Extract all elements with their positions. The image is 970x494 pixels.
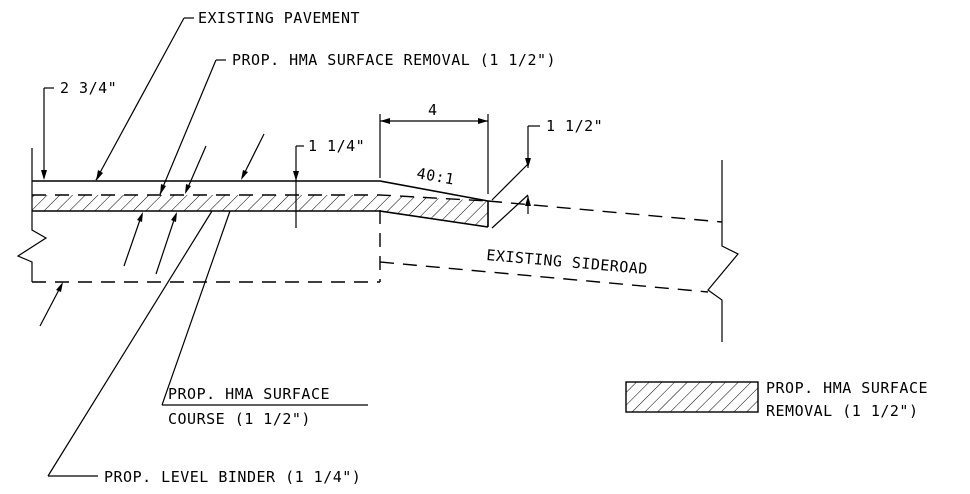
leader-existing-pavement: EXISTING PAVEMENT: [95, 9, 360, 181]
sideroad-top-dashed-line: [487, 200, 723, 223]
legend-line1: PROP. HMA SURFACE: [766, 379, 928, 397]
dimension-1-1-2: 1 1/2": [491, 117, 603, 229]
right-break-line: [707, 160, 739, 342]
hma-surface-removal-band: [32, 195, 488, 227]
svg-text:1 1/4": 1 1/4": [308, 137, 365, 155]
legend: PROP. HMA SURFACE REMOVAL (1 1/2"): [625, 379, 928, 420]
dimension-2-3-4: 2 3/4": [41, 79, 117, 180]
svg-text:4: 4: [428, 101, 438, 119]
surface-course-line1: PROP. HMA SURFACE: [168, 385, 330, 403]
svg-text:1 1/2": 1 1/2": [546, 117, 603, 135]
svg-text:EXISTING PAVEMENT: EXISTING PAVEMENT: [198, 9, 360, 27]
sideroad-bottom-dashed-line: [379, 261, 709, 293]
dimension-4: 4: [379, 101, 489, 194]
surface-course-line2: COURSE (1 1/2"): [168, 410, 311, 428]
svg-text:2 3/4": 2 3/4": [60, 79, 117, 97]
existing-sideroad-label: EXISTING SIDEROAD: [486, 246, 649, 278]
legend-hatch-swatch: [625, 381, 759, 413]
surface-arrows: [185, 133, 265, 194]
leader-level-binder: PROP. LEVEL BINDER (1 1/4"): [47, 210, 361, 486]
svg-text:PROP. LEVEL BINDER (1 1/4"): PROP. LEVEL BINDER (1 1/4"): [104, 468, 361, 486]
below-arrows: [39, 212, 177, 327]
removal-top-line: [32, 194, 489, 202]
svg-text:PROP. HMA SURFACE REMOVAL (1 1: PROP. HMA SURFACE REMOVAL (1 1/2"): [232, 51, 556, 69]
leader-surface-removal: PROP. HMA SURFACE REMOVAL (1 1/2"): [159, 51, 556, 195]
taper-label: 40:1: [415, 164, 456, 188]
leader-surface-course: PROP. HMA SURFACE COURSE (1 1/2"): [161, 210, 368, 428]
legend-line2: REMOVAL (1 1/2"): [766, 402, 919, 420]
existing-pavement-surface-line: [32, 180, 489, 202]
dimension-1-1-4: 1 1/4": [293, 137, 365, 228]
left-break-line: [16, 148, 48, 282]
